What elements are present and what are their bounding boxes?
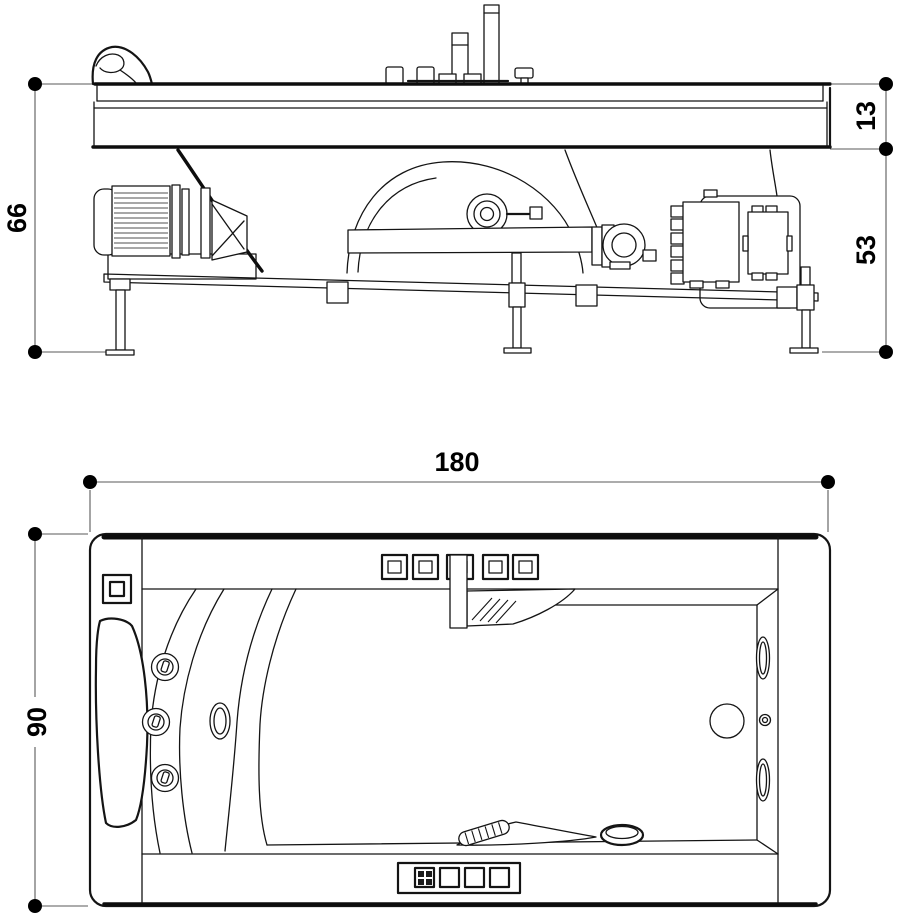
dim-label-rim-thickness: 13 bbox=[851, 101, 881, 131]
cable-glands bbox=[670, 205, 685, 285]
drain-control-knob bbox=[599, 823, 645, 847]
frame-sleeve bbox=[326, 281, 349, 304]
frame-sleeve bbox=[776, 286, 798, 309]
foot-end-jets bbox=[709, 636, 772, 802]
frame-sleeve bbox=[575, 284, 598, 307]
dim-dot bbox=[28, 899, 42, 913]
dim-label-width: 90 bbox=[22, 707, 52, 737]
main-pipe bbox=[347, 226, 593, 254]
junction-box-large bbox=[682, 201, 740, 283]
bowl-dome-drain bbox=[346, 161, 584, 274]
support-frame bbox=[103, 273, 819, 309]
air-button bbox=[758, 713, 772, 727]
dimension-right-heights: 13 53 bbox=[822, 77, 893, 359]
back-hydro-jets bbox=[141, 652, 231, 793]
drain-circle bbox=[709, 703, 745, 739]
headrest-pillow-profile bbox=[91, 45, 154, 86]
junction-box-small bbox=[747, 211, 789, 275]
adjustable-foot-middle bbox=[503, 252, 532, 354]
deck-button bbox=[380, 553, 409, 581]
elbow-plate bbox=[591, 226, 603, 266]
bottom-control-panel bbox=[396, 861, 522, 895]
faucet-knob bbox=[385, 66, 404, 85]
hydro-jet bbox=[150, 652, 180, 682]
dim-dot bbox=[879, 77, 893, 91]
waterfall-spout bbox=[449, 554, 576, 629]
cable bbox=[769, 149, 778, 197]
pump-seal-plate bbox=[200, 187, 211, 259]
motor-cooling-fins bbox=[114, 192, 168, 249]
tub-plan-outline bbox=[88, 532, 832, 908]
dim-dot bbox=[28, 345, 42, 359]
grab-handle bbox=[458, 819, 510, 847]
tub-rim-apron bbox=[91, 82, 832, 149]
motor-body bbox=[111, 185, 171, 257]
oval-jet bbox=[755, 636, 771, 680]
spout-body bbox=[449, 554, 468, 629]
corner-control-button bbox=[101, 573, 133, 605]
waterfall-blade bbox=[466, 588, 576, 627]
keypad-button bbox=[463, 866, 486, 889]
dim-dot bbox=[28, 527, 42, 541]
dim-dot bbox=[879, 142, 893, 156]
plan-view-top: 180 90 bbox=[22, 447, 835, 913]
waterfall-hatching bbox=[471, 597, 517, 624]
deck-button bbox=[481, 553, 510, 581]
headrest-pillow bbox=[94, 617, 149, 828]
backrest-seat-contours bbox=[94, 588, 297, 854]
dim-label-underbody-height: 53 bbox=[851, 235, 881, 265]
adjustable-foot-right bbox=[789, 266, 819, 354]
deck-button bbox=[511, 553, 540, 581]
dome-outline bbox=[346, 161, 584, 274]
dim-label-overall-height: 66 bbox=[2, 203, 32, 233]
keypad-button bbox=[438, 866, 461, 889]
deck-button bbox=[411, 553, 440, 581]
pop-up-knob bbox=[514, 67, 534, 79]
junction-box-top-tab bbox=[703, 189, 718, 198]
dim-dot bbox=[821, 475, 835, 489]
control-box-panel bbox=[670, 149, 801, 309]
bowl-wall-line bbox=[564, 149, 599, 231]
drain-pipe-elbow bbox=[347, 223, 657, 270]
oval-jet bbox=[755, 758, 771, 802]
dim-dot bbox=[83, 475, 97, 489]
dim-dot bbox=[879, 345, 893, 359]
bottom-slope-fittings bbox=[456, 819, 645, 847]
dimension-length: 180 bbox=[83, 447, 835, 532]
hydro-jet bbox=[141, 707, 171, 737]
dimension-width: 90 bbox=[22, 527, 88, 913]
keypad-button-grid bbox=[413, 866, 436, 889]
faucet-set bbox=[385, 4, 534, 85]
elbow-body bbox=[602, 223, 646, 267]
side-oval-jet bbox=[209, 702, 231, 740]
pump-flange bbox=[171, 184, 181, 259]
dimension-overall-height: 66 bbox=[2, 77, 107, 359]
hydro-jet bbox=[150, 763, 180, 793]
dim-label-length: 180 bbox=[434, 447, 479, 477]
dim-dot bbox=[28, 77, 42, 91]
keypad-button bbox=[488, 866, 511, 889]
adjustable-foot-left bbox=[105, 278, 135, 356]
pump-volute bbox=[211, 199, 248, 261]
tall-spout bbox=[483, 4, 500, 85]
pump-motor-assembly bbox=[93, 184, 257, 280]
side-view-elevation: 66 13 53 bbox=[2, 4, 893, 359]
